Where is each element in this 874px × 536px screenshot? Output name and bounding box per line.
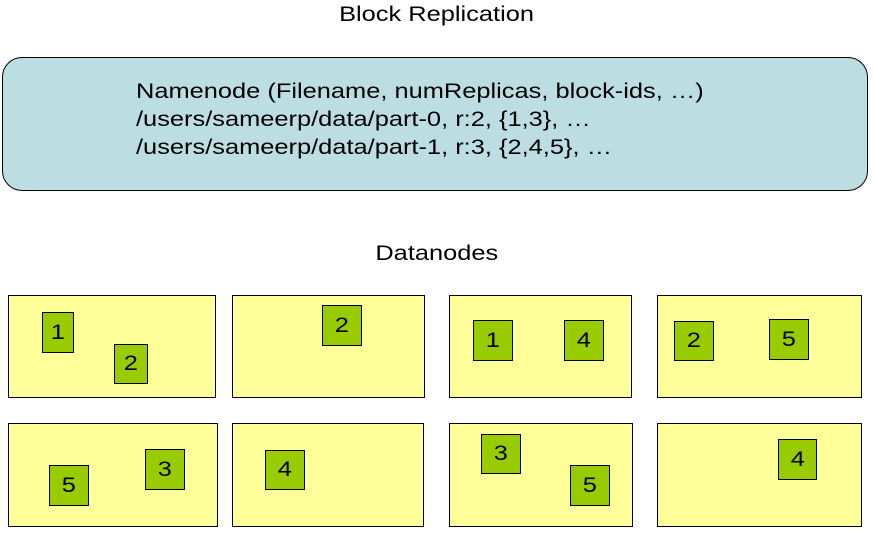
block-label: 1	[485, 328, 501, 352]
block-chip-5: 5	[570, 465, 610, 506]
datanodes-label: Datanodes	[0, 242, 874, 266]
datanode-2: 2	[232, 295, 425, 398]
namenode-line-part1: /users/sameerp/data/part-1, r:3, {2,4,5}…	[136, 136, 612, 159]
block-label: 4	[790, 447, 805, 471]
block-label: 2	[686, 329, 702, 352]
block-chip-2: 2	[322, 305, 362, 346]
namenode-box: Namenode (Filename, numReplicas, block-i…	[2, 57, 868, 191]
block-chip-1: 1	[42, 312, 74, 353]
block-label: 5	[582, 473, 598, 497]
block-label: 2	[334, 313, 350, 337]
diagram-title-text: Block Replication	[339, 3, 535, 26]
block-chip-3: 3	[481, 434, 521, 474]
block-chip-2: 2	[674, 321, 714, 361]
block-chip-2: 2	[114, 344, 148, 384]
datanode-6: 4	[232, 423, 424, 527]
datanodes-label-text: Datanodes	[375, 242, 499, 265]
block-chip-5: 5	[49, 465, 89, 506]
block-label: 5	[61, 473, 77, 497]
diagram-title: Block Replication	[0, 3, 874, 27]
block-label: 3	[493, 442, 509, 465]
block-chip-4: 4	[778, 439, 817, 480]
namenode-line-header: Namenode (Filename, numReplicas, block-i…	[136, 80, 704, 103]
block-label: 4	[576, 328, 592, 352]
block-chip-1: 1	[473, 320, 513, 361]
block-label: 5	[781, 327, 797, 351]
namenode-text: Namenode (Filename, numReplicas, block-i…	[136, 78, 704, 162]
namenode-line-part0: /users/sameerp/data/part-0, r:2, {1,3}, …	[136, 108, 591, 131]
datanode-8: 4	[657, 423, 862, 527]
block-chip-3: 3	[145, 449, 185, 490]
block-label: 2	[123, 352, 139, 375]
block-chip-5: 5	[769, 319, 809, 360]
block-chip-4: 4	[265, 450, 305, 490]
block-label: 4	[277, 458, 293, 481]
block-chip-4: 4	[564, 320, 604, 361]
block-label: 3	[157, 457, 173, 481]
block-label: 1	[50, 320, 66, 344]
